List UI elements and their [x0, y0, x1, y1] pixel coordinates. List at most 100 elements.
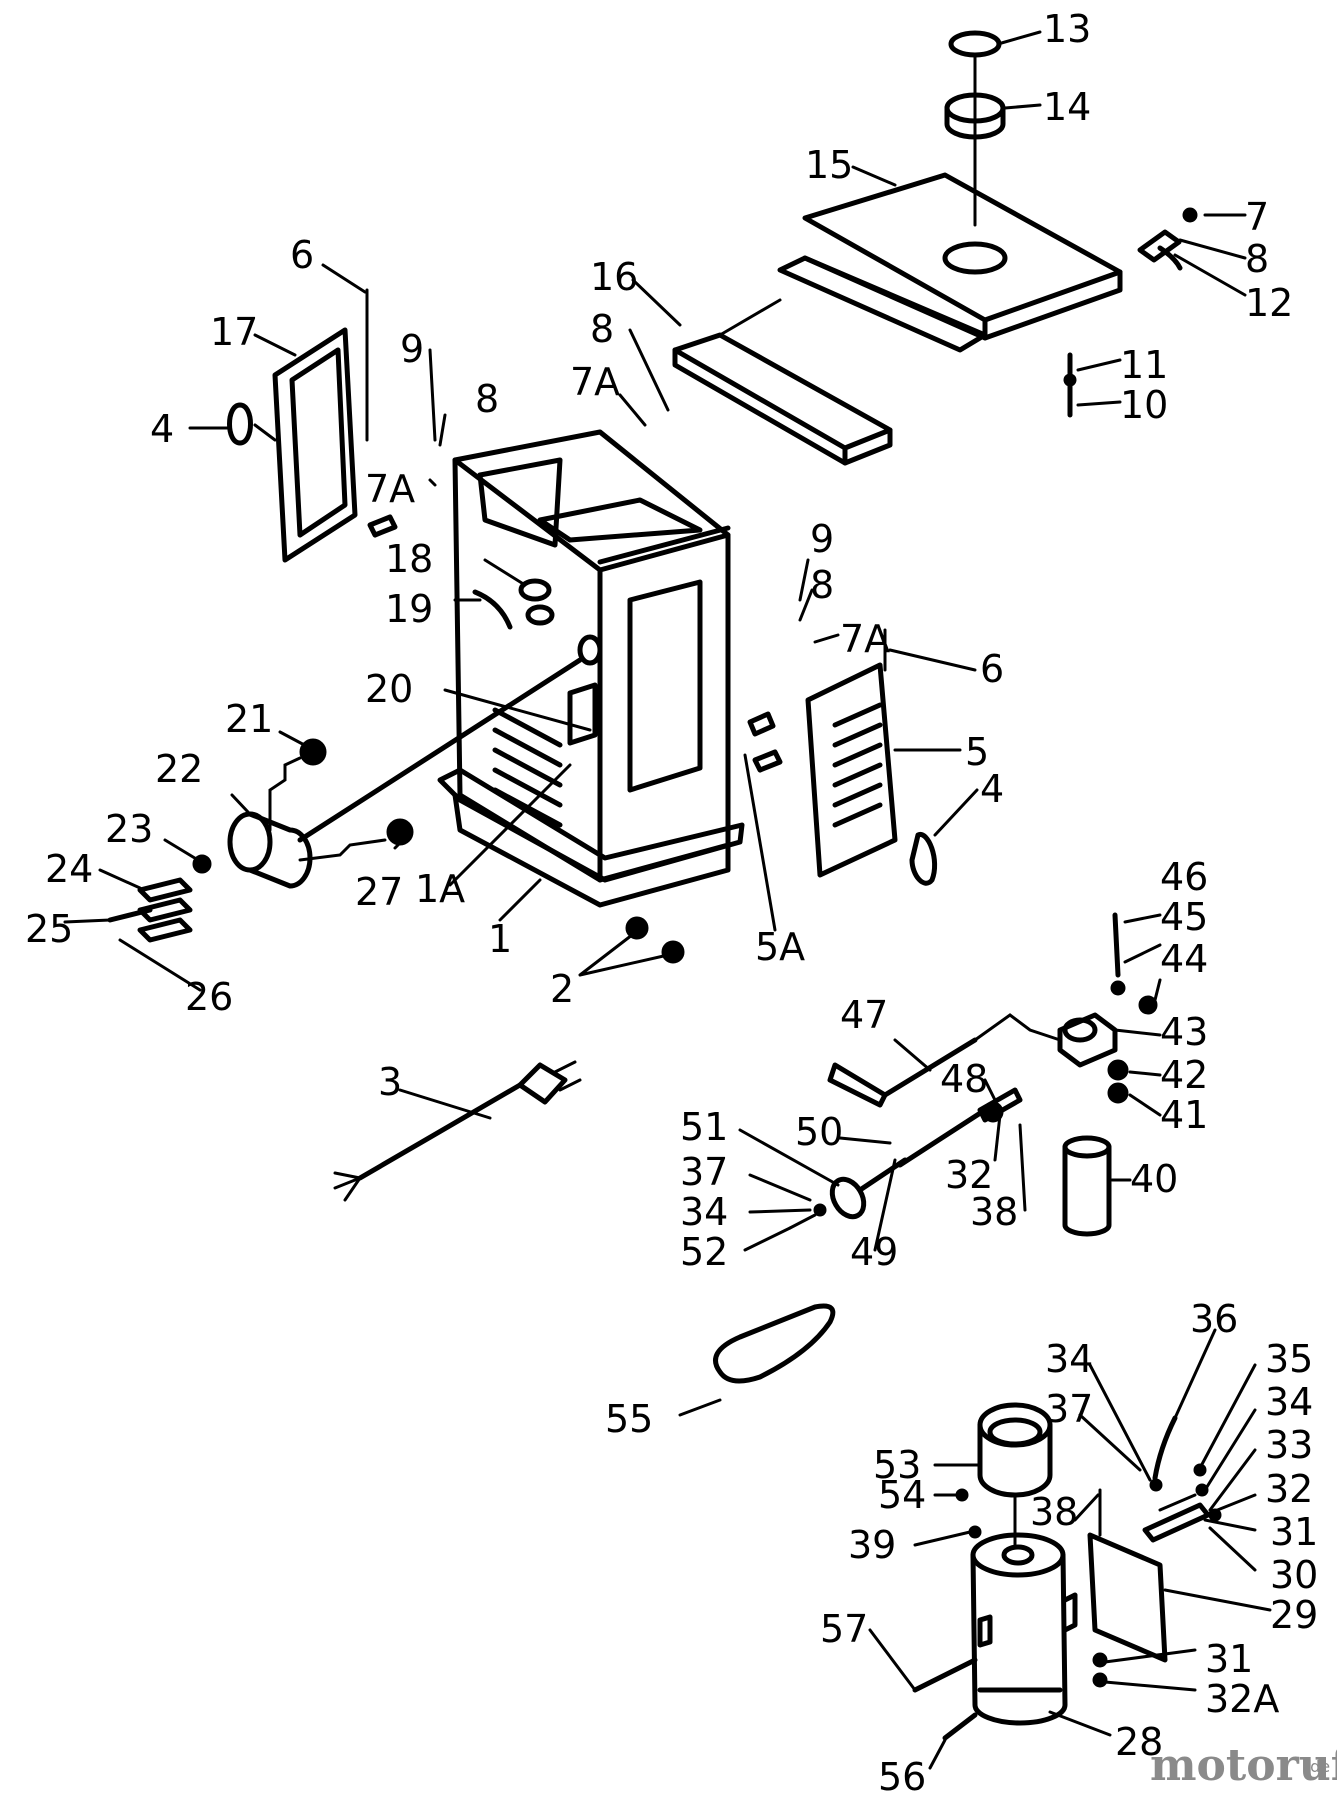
label-47: 47	[840, 993, 888, 1037]
label-22: 22	[155, 747, 203, 791]
label-12: 12	[1245, 281, 1293, 325]
label-35: 35	[1265, 1337, 1313, 1381]
label-44: 44	[1160, 937, 1208, 981]
part-18-19-handle	[472, 578, 555, 630]
label-49: 49	[850, 1230, 898, 1274]
label-31: 31	[1270, 1510, 1318, 1554]
label-1: 1	[488, 917, 512, 961]
part-labels: 13 14 15 7 8 12 11 10 16 8 7A 6 17 9 8 4…	[25, 7, 1318, 1799]
part-56-57-screws	[912, 1488, 982, 1741]
part-24-26-wires	[107, 877, 193, 943]
label-7A: 7A	[840, 617, 890, 661]
label-45: 45	[1160, 895, 1208, 939]
label-8: 8	[1245, 237, 1269, 281]
label-34: 34	[680, 1190, 728, 1234]
part-1-cabinet	[437, 429, 745, 908]
part-14-bearing	[944, 92, 1006, 140]
part-29-cover	[1087, 1488, 1168, 1688]
label-5A: 5A	[755, 925, 805, 969]
part-3-power-cord	[333, 1060, 582, 1202]
label-6: 6	[290, 233, 314, 277]
label-36: 36	[1190, 1297, 1238, 1341]
label-8: 8	[810, 563, 834, 607]
part-17-left-door	[227, 288, 398, 563]
label-13: 13	[1043, 7, 1091, 51]
label-23: 23	[105, 807, 153, 851]
label-42: 42	[1160, 1053, 1208, 1097]
part-47-crank-handle	[827, 1013, 1062, 1108]
part-2-feet	[625, 916, 685, 964]
label-4: 4	[150, 407, 174, 451]
part-7-bolt	[1137, 207, 1198, 271]
label-5: 5	[965, 730, 989, 774]
label-4: 4	[980, 767, 1004, 811]
label-29: 29	[1270, 1593, 1318, 1637]
label-33: 33	[1265, 1423, 1313, 1467]
label-52: 52	[680, 1230, 728, 1274]
label-11: 11	[1120, 343, 1168, 387]
part-5-right-door	[747, 628, 938, 886]
part-15-table	[777, 172, 1123, 353]
label-3: 3	[378, 1060, 402, 1104]
label-17: 17	[210, 310, 258, 354]
label-32: 32	[1265, 1467, 1313, 1511]
label-9: 9	[400, 327, 424, 371]
label-27: 27	[355, 870, 403, 914]
label-37: 37	[680, 1150, 728, 1194]
label-8: 8	[590, 307, 614, 351]
label-39: 39	[848, 1523, 896, 1567]
watermark-tld: .de	[1305, 1757, 1330, 1776]
label-50: 50	[795, 1110, 843, 1154]
label-38: 38	[1030, 1490, 1078, 1534]
label-7: 7	[1245, 195, 1269, 239]
part-55-belt	[713, 1303, 836, 1384]
part-28-motor	[970, 1532, 1078, 1726]
part-16-fence	[672, 298, 893, 466]
label-28: 28	[1115, 1720, 1163, 1764]
label-15: 15	[805, 143, 853, 187]
label-24: 24	[45, 847, 93, 891]
label-37: 37	[1045, 1387, 1093, 1431]
label-25: 25	[25, 907, 73, 951]
label-34: 34	[1265, 1380, 1313, 1424]
label-56: 56	[878, 1755, 926, 1799]
part-48-shaft	[897, 1087, 1023, 1168]
part-13-washer	[948, 30, 1002, 227]
label-51: 51	[680, 1105, 728, 1149]
label-19: 19	[385, 587, 433, 631]
label-10: 10	[1120, 383, 1168, 427]
label-53: 53	[873, 1443, 921, 1487]
label-30: 30	[1270, 1553, 1318, 1597]
label-40: 40	[1130, 1157, 1178, 1201]
leader-lines	[63, 30, 1272, 1770]
part-43-bracket	[1057, 912, 1158, 1104]
part-51-handwheel	[788, 1157, 908, 1230]
label-38: 38	[970, 1190, 1018, 1234]
label-34: 34	[1045, 1337, 1093, 1381]
part-20-knockout	[577, 634, 603, 666]
label-21: 21	[225, 697, 273, 741]
label-55: 55	[605, 1397, 653, 1441]
label-2: 2	[550, 967, 574, 1011]
part-40-sleeve	[1062, 1135, 1112, 1237]
watermark-name: motoruf	[1150, 1740, 1337, 1791]
label-16: 16	[590, 255, 638, 299]
label-54: 54	[878, 1473, 926, 1517]
label-7A: 7A	[365, 467, 415, 511]
label-7A: 7A	[570, 360, 620, 404]
label-48: 48	[940, 1057, 988, 1101]
label-9: 9	[810, 517, 834, 561]
label-18: 18	[385, 537, 433, 581]
label-6: 6	[980, 647, 1004, 691]
label-41: 41	[1160, 1093, 1208, 1137]
label-32: 32	[945, 1153, 993, 1197]
label-43: 43	[1160, 1010, 1208, 1054]
label-1A: 1A	[415, 867, 465, 911]
label-8: 8	[475, 377, 499, 421]
label-32A: 32A	[1205, 1677, 1279, 1721]
label-14: 14	[1043, 85, 1091, 129]
label-46: 46	[1160, 855, 1208, 899]
watermark-logo: motoruf .de	[1150, 1740, 1337, 1791]
label-20: 20	[365, 667, 413, 711]
